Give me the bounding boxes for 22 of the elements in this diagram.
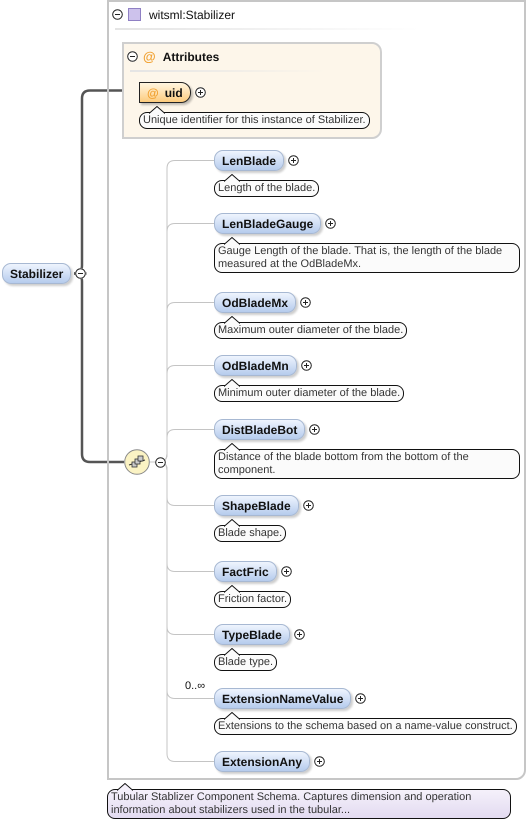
sequence-compositor-icon: [124, 449, 150, 475]
type-box: [107, 0, 526, 780]
element-pill: FactFric: [214, 561, 277, 582]
element-pill: DistBladeBot: [214, 419, 306, 440]
element-pill: ExtensionNameValue: [214, 688, 352, 709]
type-name: witsml:Stabilizer: [149, 8, 236, 20]
element-pill: LenBladeGauge: [214, 213, 322, 234]
attributes-group-box: [122, 42, 382, 139]
connector-line: [72, 89, 122, 275]
group-title: Attributes: [162, 50, 220, 62]
element-pill: TypeBlade: [214, 624, 290, 645]
element-pill: ShapeBlade: [214, 495, 299, 516]
element-pill: OdBladeMn: [214, 355, 297, 376]
attribute-symbol: @: [143, 50, 156, 63]
occurrence-label: 0..∞: [185, 681, 206, 692]
element-pill: ExtensionAny: [214, 751, 310, 772]
element-pill: Stabilizer: [2, 263, 72, 284]
connector-line: [72, 272, 124, 464]
element-pill: LenBlade: [214, 150, 284, 171]
doc-callout: Tubular Stablizer Component Schema. Captures dimension and operation information about stabilizers used in the tubular...: [107, 789, 511, 819]
attribute-pill: @ uid: [139, 82, 191, 103]
element-pill: OdBladeMx: [214, 292, 296, 313]
